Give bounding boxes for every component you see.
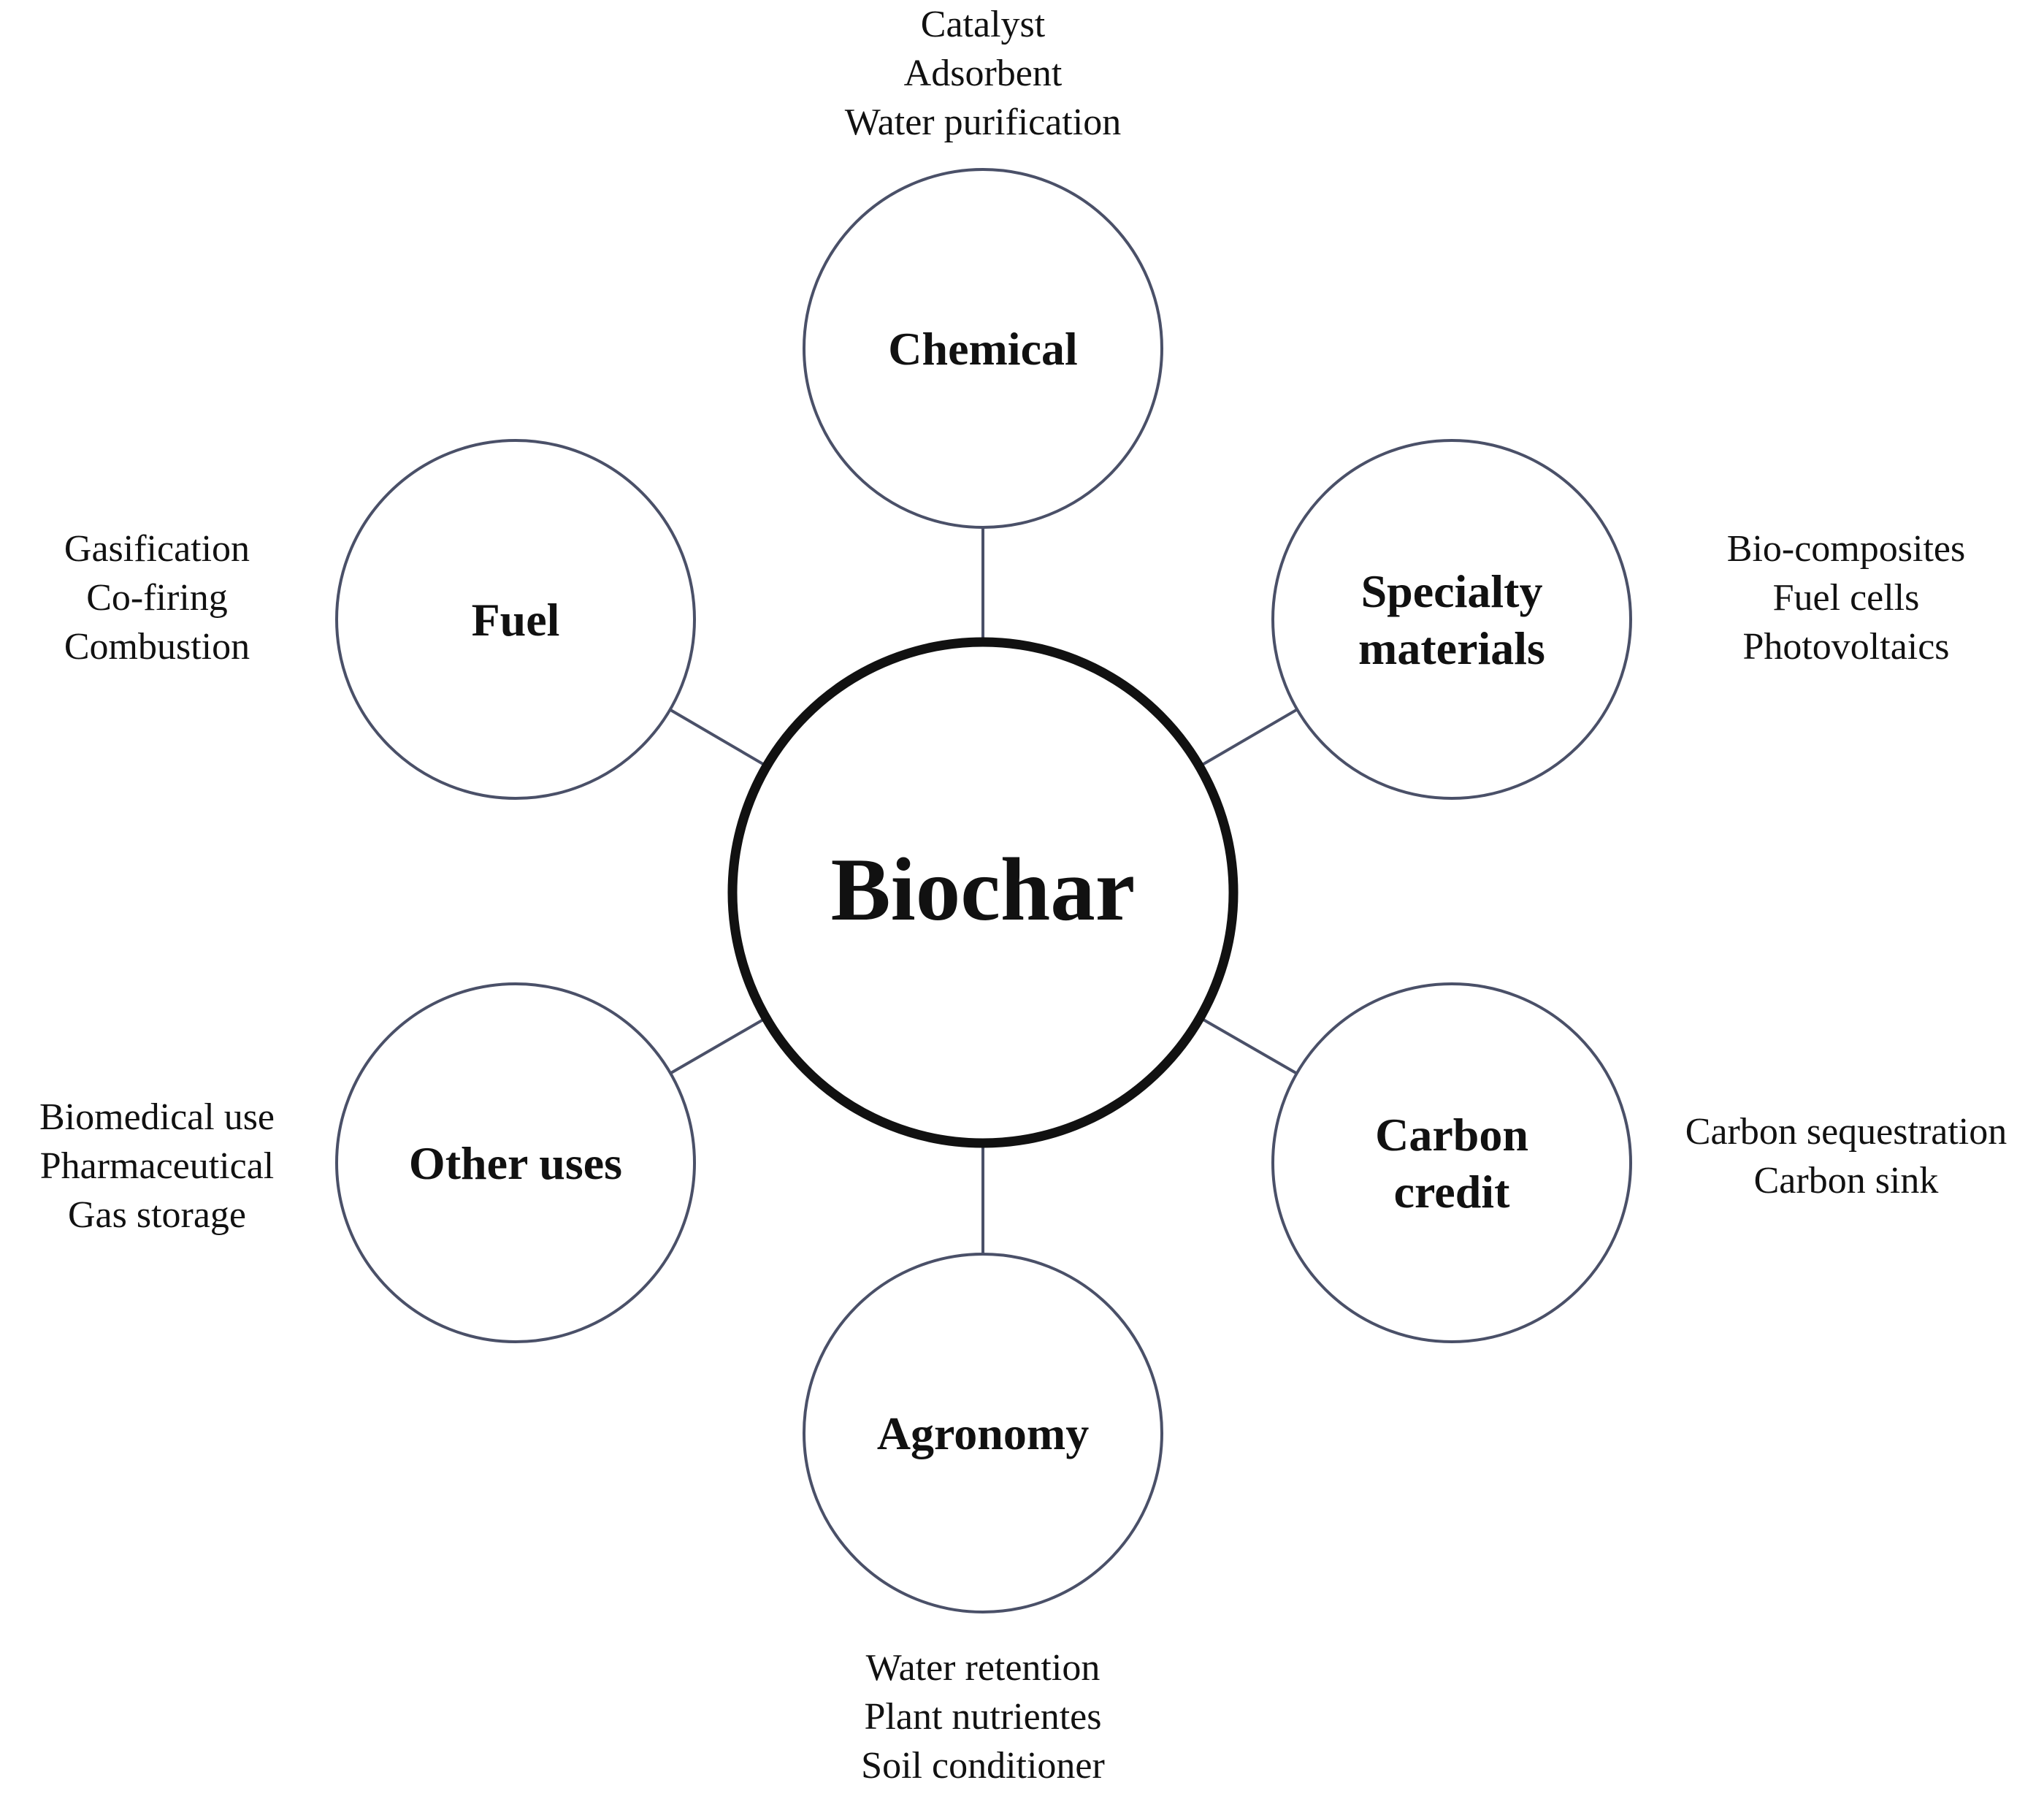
use-item: Bio-composites xyxy=(1727,528,1965,570)
use-item: Photovoltaics xyxy=(1742,626,1949,668)
connector-carbon-credit xyxy=(1199,1016,1298,1075)
use-item: Soil conditioner xyxy=(861,1745,1105,1787)
branch-label-other-uses: Other uses xyxy=(409,1137,622,1189)
use-item: Biomedical use xyxy=(39,1096,275,1138)
use-item: Carbon sink xyxy=(1754,1160,1939,1202)
branch-label-agronomy: Agronomy xyxy=(877,1408,1089,1459)
branch-other-uses: Other uses xyxy=(335,982,696,1343)
use-item: Co-firing xyxy=(86,577,228,619)
branch-circle-other-uses xyxy=(335,982,696,1343)
use-item: Adsorbent xyxy=(904,53,1063,94)
use-item: Catalyst xyxy=(921,4,1046,45)
branch-label-fuel: Fuel xyxy=(472,594,560,646)
connectors xyxy=(669,527,1298,1254)
branch-circles: ChemicalSpecialtymaterialsCarboncreditAg… xyxy=(335,168,1632,1613)
use-item: Water purification xyxy=(845,102,1121,143)
branch-agronomy: Agronomy xyxy=(803,1253,1163,1613)
branch-label-specialty-materials: materials xyxy=(1358,622,1545,674)
use-item: Plant nutrientes xyxy=(865,1696,1102,1738)
branch-label-specialty-materials: Specialty xyxy=(1361,565,1543,617)
branch-circle-fuel xyxy=(335,439,696,800)
use-item: Gas storage xyxy=(68,1194,246,1236)
branch-circle-specialty-materials xyxy=(1271,439,1632,800)
branch-fuel: Fuel xyxy=(335,439,696,800)
use-item: Gasification xyxy=(64,528,250,570)
connector-fuel xyxy=(669,708,768,768)
branch-label-carbon-credit: Carbon xyxy=(1375,1109,1528,1161)
center-label: Biochar xyxy=(831,839,1136,939)
center-circle xyxy=(727,637,1239,1148)
branch-circle-carbon-credit xyxy=(1271,982,1632,1343)
connector-other-uses xyxy=(670,1016,768,1075)
branch-circle-chemical xyxy=(803,168,1163,529)
branch-chemical: Chemical xyxy=(803,168,1163,529)
branch-label-chemical: Chemical xyxy=(888,323,1078,375)
use-item: Carbon sequestration xyxy=(1685,1111,2007,1153)
branch-label-carbon-credit: credit xyxy=(1394,1166,1510,1218)
use-item: Pharmaceutical xyxy=(40,1145,275,1187)
center-node: Biochar xyxy=(727,637,1239,1148)
use-item: Combustion xyxy=(64,626,250,668)
branch-circle-agronomy xyxy=(803,1253,1163,1613)
use-item: Water retention xyxy=(866,1647,1101,1689)
use-item: Fuel cells xyxy=(1773,577,1920,619)
connector-specialty-materials xyxy=(1198,708,1298,768)
